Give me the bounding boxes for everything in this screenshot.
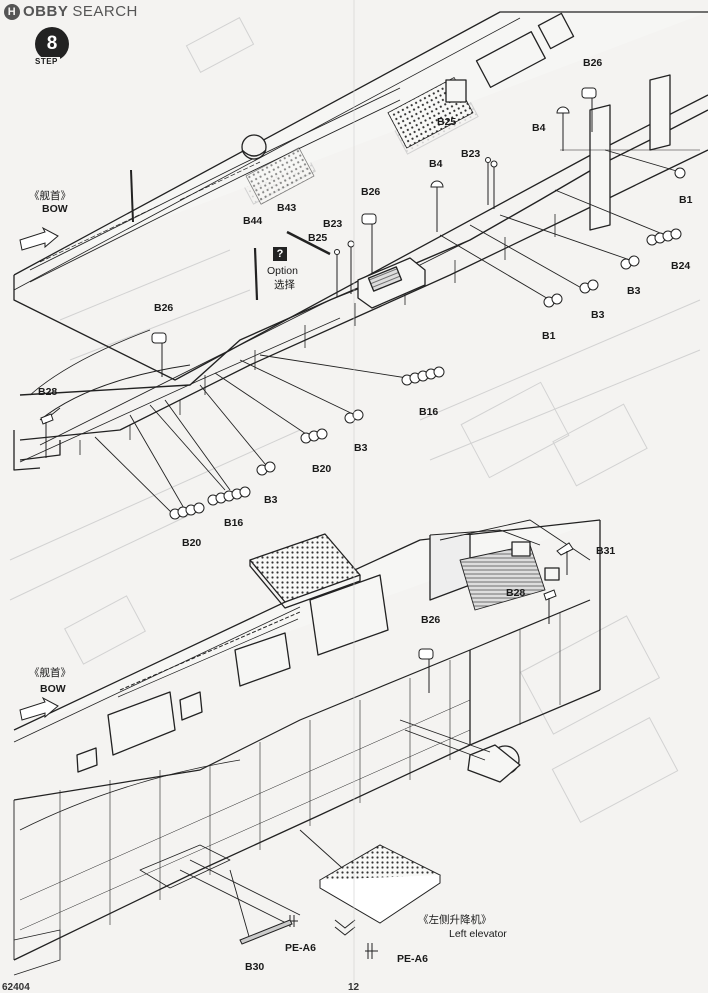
bottom-bow-label-en: BOW bbox=[40, 683, 66, 695]
top-parts bbox=[40, 87, 686, 520]
part-label: B25 bbox=[437, 116, 457, 128]
part-label: B4 bbox=[532, 122, 546, 134]
top-bow-label-en: BOW bbox=[42, 203, 68, 215]
page-number: 12 bbox=[348, 982, 360, 993]
part-label: B31 bbox=[596, 545, 616, 557]
top-hull bbox=[13, 11, 708, 471]
part-label: B26 bbox=[361, 186, 381, 198]
step-badge: 8 STEP bbox=[30, 27, 74, 71]
part-label: PE-A6 bbox=[285, 942, 316, 954]
part-label: B26 bbox=[421, 614, 441, 626]
part-label: B1 bbox=[679, 194, 693, 206]
option-label-en: Option bbox=[267, 265, 298, 277]
step-label: STEP bbox=[33, 57, 60, 66]
part-label: B3 bbox=[264, 494, 278, 506]
bottom-parts bbox=[239, 542, 574, 959]
part-label: B44 bbox=[243, 215, 263, 227]
part-label: B1 bbox=[542, 330, 556, 342]
bottom-leader-lines bbox=[179, 719, 491, 941]
watermark-brand: OBBY bbox=[23, 3, 69, 20]
part-label: B16 bbox=[419, 406, 439, 418]
bottom-bow-label-cn: 《舰首》 bbox=[29, 667, 71, 679]
part-label: B23 bbox=[323, 218, 343, 230]
bottom-hull bbox=[13, 519, 601, 976]
part-label: PE-A6 bbox=[397, 953, 428, 965]
part-label: B24 bbox=[671, 260, 691, 272]
bottom-bow-arrow bbox=[19, 696, 59, 721]
part-label: B16 bbox=[224, 517, 244, 529]
part-label: B4 bbox=[429, 158, 443, 170]
part-label: B43 bbox=[277, 202, 297, 214]
part-label: B26 bbox=[583, 57, 603, 69]
option-question-icon: ? bbox=[273, 247, 287, 261]
top-bow-label-cn: 《舰首》 bbox=[29, 190, 71, 202]
watermark-search: SEARCH bbox=[72, 3, 138, 20]
watermark-circle: H bbox=[4, 3, 20, 20]
elevator-label-en: Left elevator bbox=[449, 928, 507, 940]
part-label: B30 bbox=[245, 961, 265, 973]
part-label: B28 bbox=[38, 386, 58, 398]
part-label: B3 bbox=[591, 309, 605, 321]
part-label: B26 bbox=[154, 302, 174, 314]
part-label: B20 bbox=[182, 537, 202, 549]
option-label-cn: 选择 bbox=[274, 279, 295, 291]
footer-code: 62404 bbox=[2, 982, 30, 993]
elevator-label-cn: 《左侧升降机》 bbox=[418, 914, 492, 926]
top-leader-lines bbox=[44, 149, 681, 518]
watermark-logo: H OBBY SEARCH bbox=[4, 3, 138, 20]
part-label: B3 bbox=[627, 285, 641, 297]
part-label: B20 bbox=[312, 463, 332, 475]
part-label: B25 bbox=[308, 232, 328, 244]
top-bow-arrow bbox=[19, 226, 59, 251]
part-label: B28 bbox=[506, 587, 526, 599]
step-number: 8 bbox=[35, 27, 69, 61]
part-label: B3 bbox=[354, 442, 368, 454]
part-label: B23 bbox=[461, 148, 481, 160]
